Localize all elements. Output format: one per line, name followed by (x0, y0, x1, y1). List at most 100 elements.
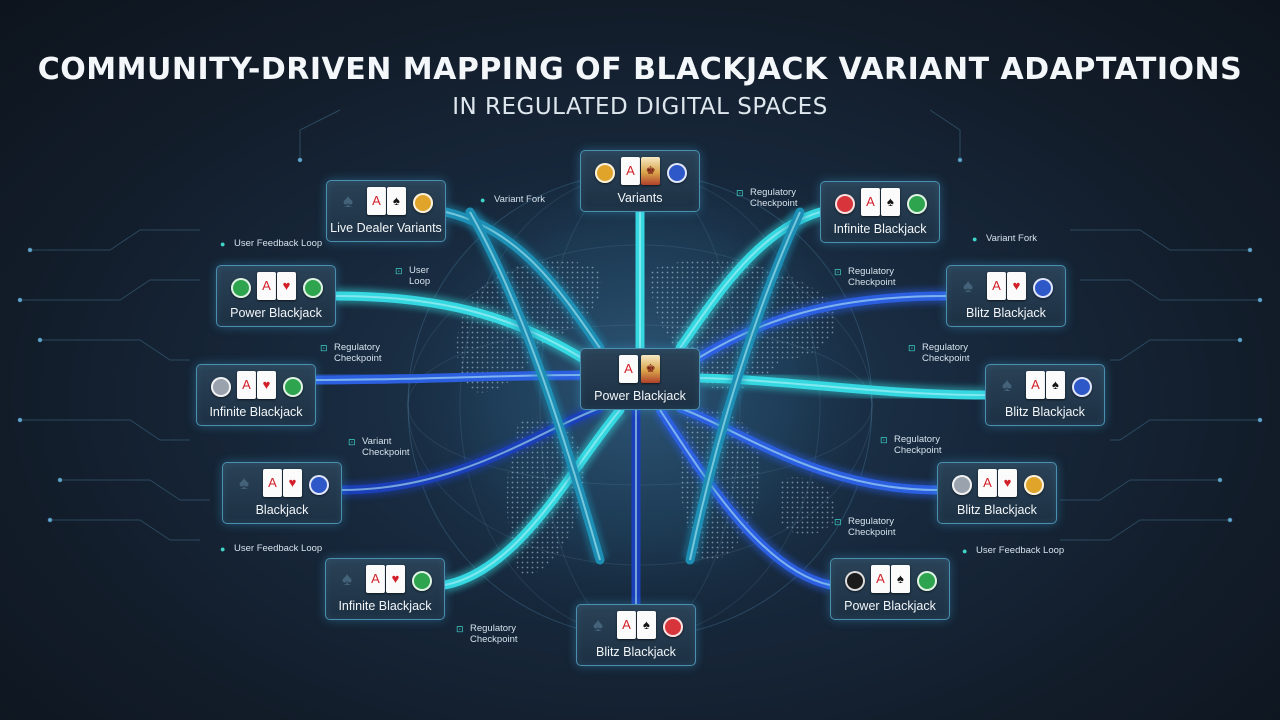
circuit-node-dot (1257, 297, 1263, 303)
node-r2[interactable]: ♠A♠Blitz Blackjack (985, 364, 1105, 426)
circuit-node-dot (1237, 337, 1243, 343)
face-card-icon: ♚ (641, 157, 660, 185)
annotation-text: User Feedback Loop (976, 545, 1065, 556)
node-r1[interactable]: ♠A♥Blitz Blackjack (946, 265, 1066, 327)
node-icons: ♠A♥ (326, 565, 444, 599)
node-icons: A♠ (831, 565, 949, 599)
node-label: Blitz Blackjack (1005, 405, 1085, 419)
tube-highlight (469, 211, 601, 561)
tube-highlight (689, 211, 801, 561)
node-top[interactable]: A♚Variants (580, 150, 700, 212)
poker-chip-icon (845, 571, 865, 591)
heart-card-icon: ♥ (998, 469, 1017, 497)
node-l3[interactable]: ♠A♥Blackjack (222, 462, 342, 524)
node-icons: A♚ (581, 157, 699, 191)
person-icon: ● (972, 234, 978, 244)
node-br[interactable]: A♠Power Blackjack (830, 558, 950, 620)
ace-card-icon: A (257, 272, 276, 300)
poker-chip-icon (211, 377, 231, 397)
annotation: ●User Feedback Loop (962, 545, 1064, 556)
tube-highlight (341, 407, 601, 491)
poker-chip-icon (663, 617, 683, 637)
spade-card-icon: ♠ (1046, 371, 1065, 399)
tube-highlight (679, 407, 938, 491)
poker-chip-icon (835, 194, 855, 214)
ace-card-icon: A (263, 469, 282, 497)
poker-chip-icon (413, 193, 433, 213)
circuit-trace (1060, 519, 1230, 541)
circuit-node-dot (27, 247, 33, 253)
node-l2[interactable]: A♥Infinite Blackjack (196, 364, 316, 426)
circuit-trace (50, 519, 200, 541)
circuit-trace (1070, 229, 1250, 251)
node-tl[interactable]: ♠A♠Live Dealer Variants (326, 180, 446, 242)
circuit-node-dot (1227, 517, 1233, 523)
poker-chip-icon (1024, 475, 1044, 495)
poker-chip-icon (907, 194, 927, 214)
ace-card-icon: A (367, 187, 386, 215)
node-icons: A♥ (197, 371, 315, 405)
spade-icon: ♠ (239, 473, 250, 494)
poker-chip-icon (283, 377, 303, 397)
node-bl[interactable]: ♠A♥Infinite Blackjack (325, 558, 445, 620)
spade-icon: ♠ (1002, 375, 1013, 396)
spade-icon: ♠ (963, 276, 974, 297)
circuit-trace (30, 229, 200, 251)
circuit-trace (1060, 479, 1220, 501)
annotation: ●User Feedback Loop (220, 238, 322, 249)
annotation-text: Variant Fork (986, 233, 1038, 244)
circuit-node-dot (1257, 417, 1263, 423)
node-icons: A♠ (821, 188, 939, 222)
circuit-trace (1080, 279, 1260, 301)
poker-chip-icon (1072, 377, 1092, 397)
node-label: Power Blackjack (844, 599, 936, 613)
poker-chip-icon (952, 475, 972, 495)
lock-icon: ⊡ (348, 437, 356, 447)
annotation-text: User Feedback Loop (234, 238, 323, 249)
node-label: Power Blackjack (230, 306, 322, 320)
tube-highlight (659, 409, 831, 586)
spade-card-icon: ♠ (891, 565, 910, 593)
circuit-node-dot (297, 157, 303, 163)
node-label: Infinite Blackjack (338, 599, 432, 613)
ace-card-icon: A (871, 565, 890, 593)
circuit-node-dot (37, 337, 43, 343)
node-label: Blackjack (255, 503, 309, 517)
lock-icon: ⊡ (395, 266, 403, 276)
face-card-icon: ♚ (641, 355, 660, 383)
center-node-label: Power Blackjack (594, 389, 686, 403)
circuit-node-dot (47, 517, 53, 523)
node-l1[interactable]: A♥ Power Blackjack (216, 265, 336, 327)
tube-highlight (694, 295, 947, 361)
node-tr[interactable]: A♠Infinite Blackjack (820, 181, 940, 243)
lock-icon: ⊡ (834, 267, 842, 277)
page-title: COMMUNITY-DRIVEN MAPPING OF BLACKJACK VA… (37, 52, 1243, 87)
node-label: Infinite Blackjack (833, 222, 927, 236)
node-icons: ♠ A♥ (947, 272, 1065, 306)
node-bottom[interactable]: ♠A♠Blitz Blackjack (576, 604, 696, 666)
node-r3[interactable]: A♥Blitz Blackjack (937, 462, 1057, 524)
poker-chip-icon (309, 475, 329, 495)
center-node[interactable]: A ♚ Power Blackjack (580, 348, 700, 410)
person-icon: ● (220, 544, 226, 554)
circuit-traces (17, 109, 1263, 541)
lock-icon: ⊡ (320, 343, 328, 353)
ace-card-icon: A (987, 272, 1006, 300)
node-label: Blitz Blackjack (957, 503, 1037, 517)
tube-highlight (444, 409, 621, 586)
node-icons: ♠A♥ (223, 469, 341, 503)
heart-card-icon: ♥ (1007, 272, 1026, 300)
ace-card-icon: A (617, 611, 636, 639)
ace-card-icon: A (366, 565, 385, 593)
lock-icon: ⊡ (834, 517, 842, 527)
heart-card-icon: ♥ (277, 272, 296, 300)
